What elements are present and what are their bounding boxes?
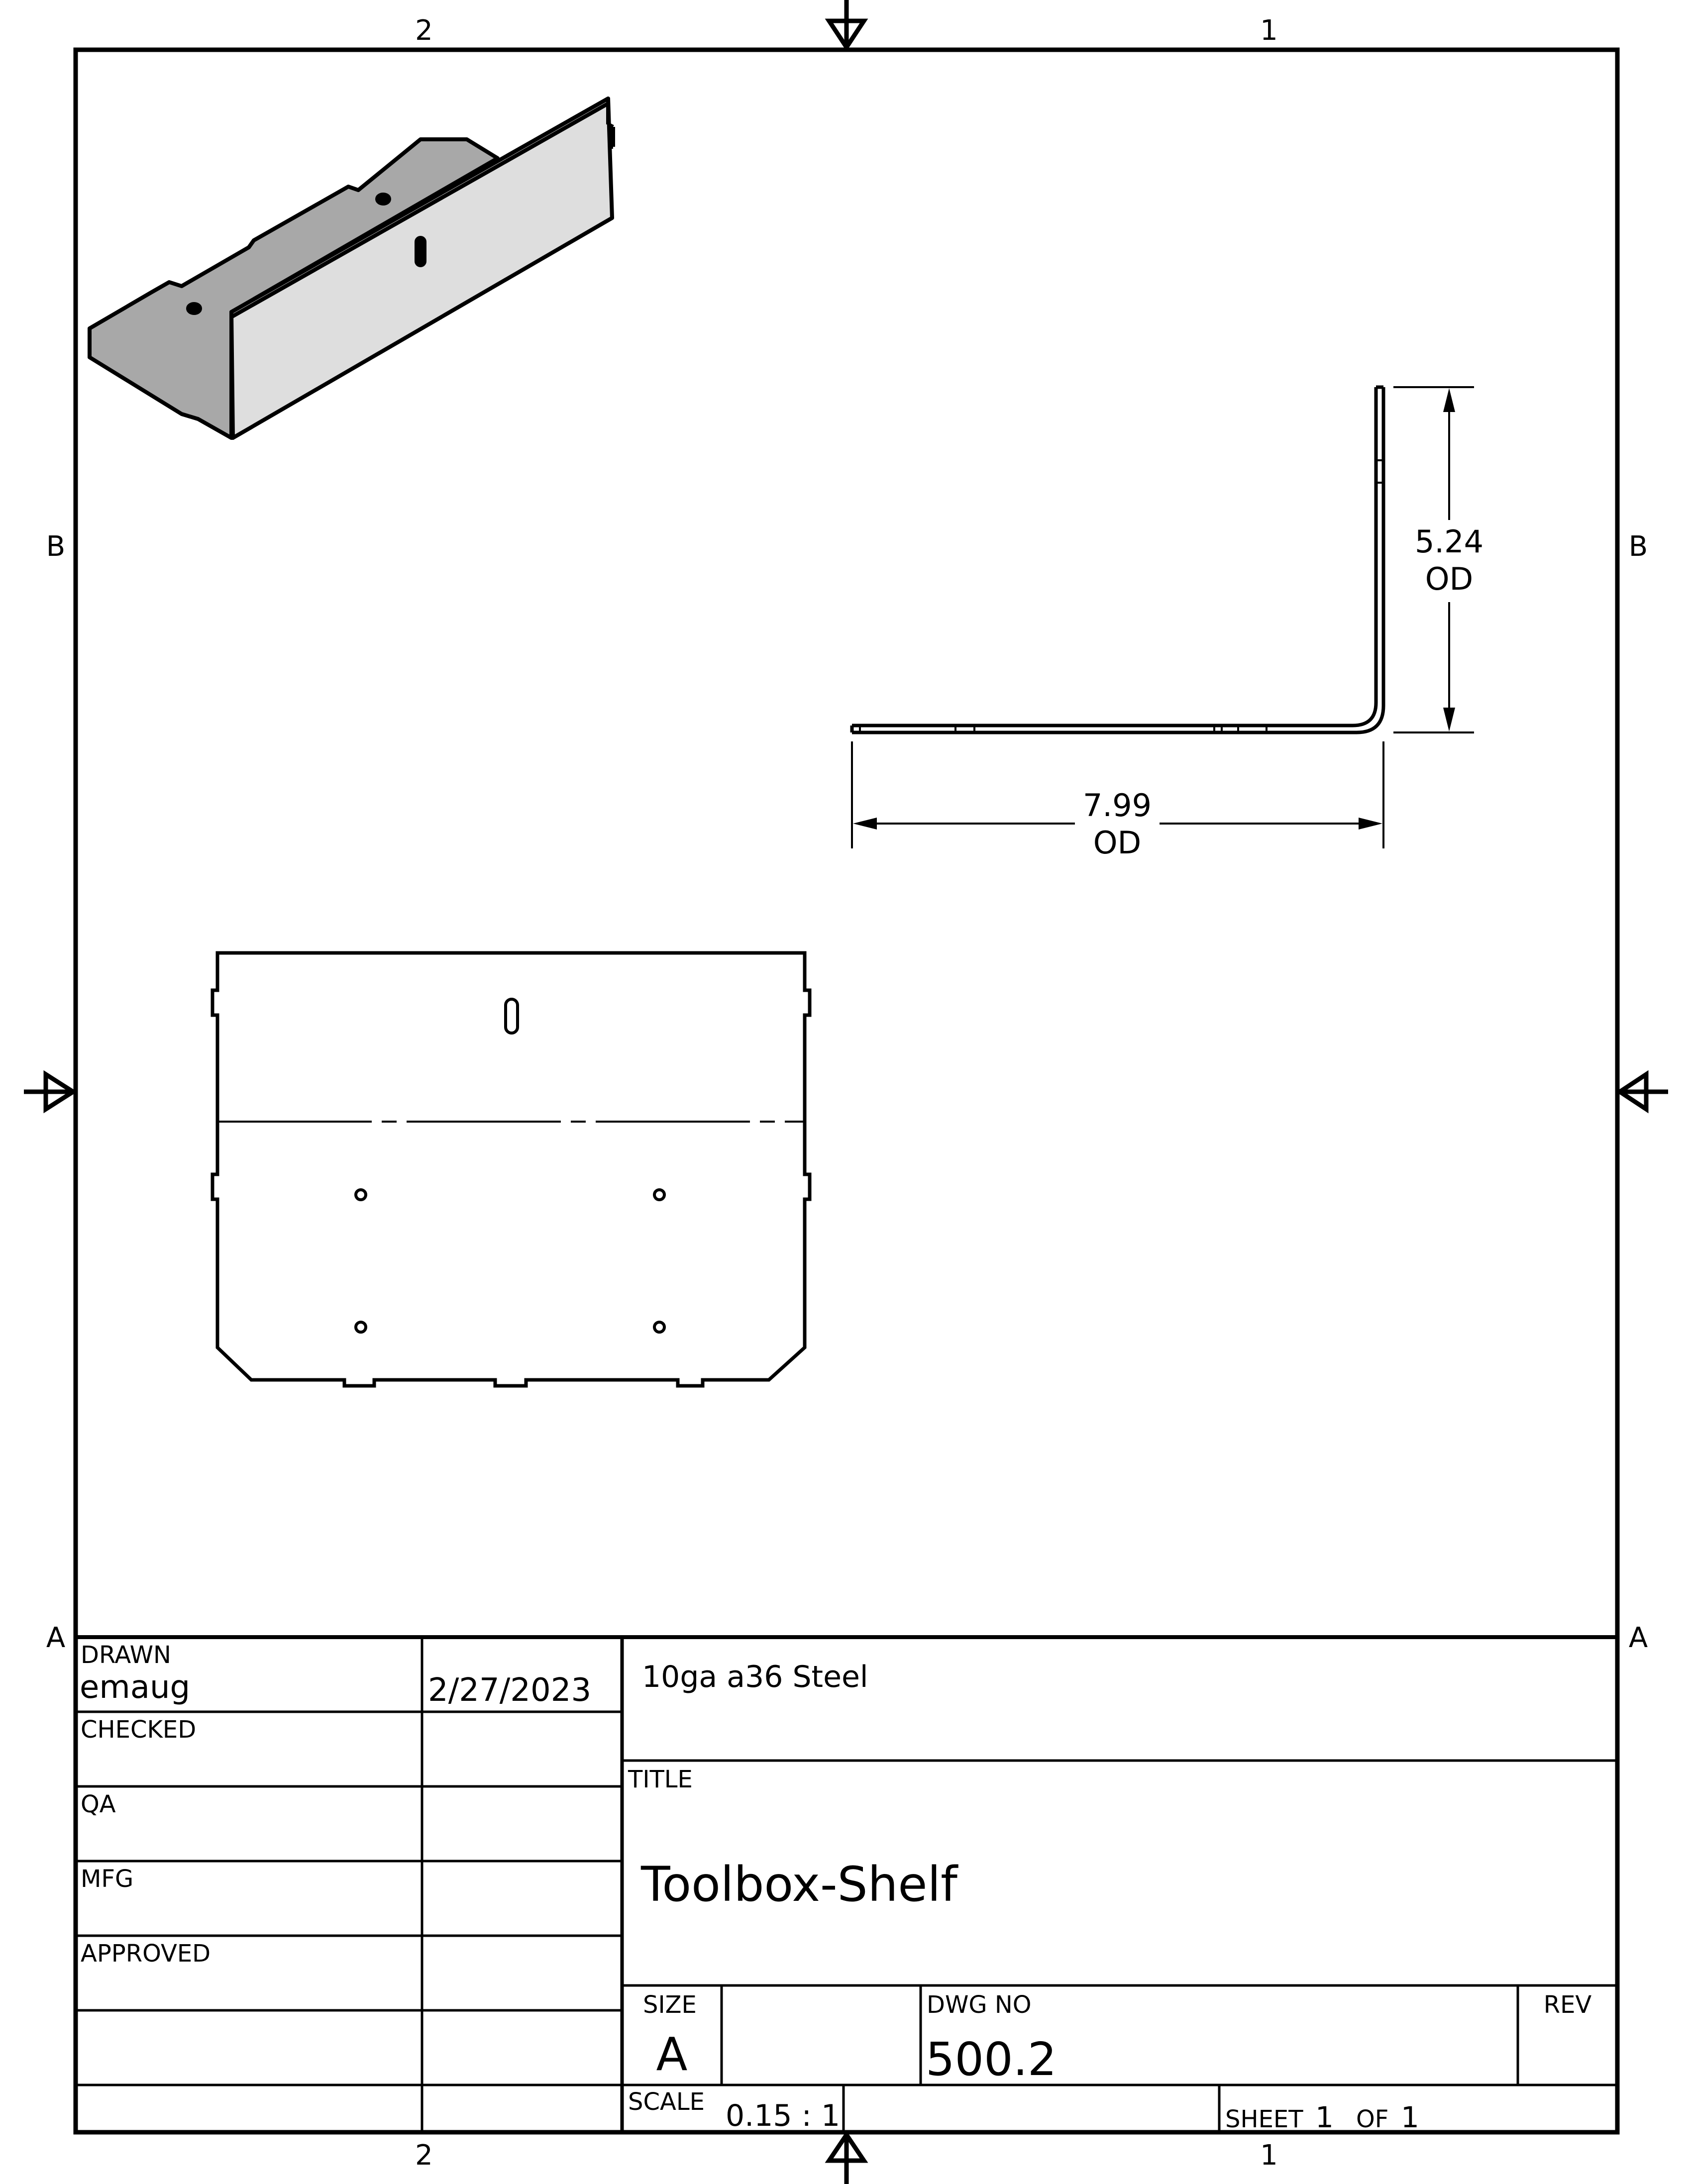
zone-bottom-2: 2: [415, 2139, 433, 2172]
zone-left-b: B: [46, 530, 65, 563]
zone-left-a: A: [46, 1622, 65, 1654]
dimension-width-qualifier: OD: [1093, 825, 1142, 861]
side-view: [850, 385, 1385, 734]
iso-slot: [415, 236, 426, 267]
iso-hole: [375, 193, 391, 206]
flat-pattern-outline: [211, 951, 812, 1388]
zone-top-1: 1: [1260, 14, 1278, 47]
isometric-view: [88, 97, 615, 440]
size-value: A: [656, 2028, 688, 2081]
dwg-no-value: 500.2: [926, 2033, 1057, 2086]
centering-arrow-bottom: [825, 2130, 868, 2184]
rev-label: REV: [1544, 1991, 1592, 2019]
scale-value: 0.15 : 1: [726, 2098, 840, 2133]
dimension-height-value: 5.24: [1415, 523, 1483, 560]
dimension-height-qualifier: OD: [1425, 561, 1474, 597]
zone-markers: 2 1 2 1 B A B A: [46, 14, 1648, 2172]
sheet-number: 1: [1315, 2100, 1334, 2134]
flat-hole: [354, 1188, 367, 1201]
flat-hole: [354, 1321, 367, 1334]
approved-label: APPROVED: [81, 1940, 211, 1968]
zone-right-a: A: [1629, 1622, 1648, 1654]
title-block: [76, 1635, 1617, 2132]
centering-marks: [24, 0, 1668, 2184]
side-profile-outer: [852, 387, 1385, 734]
size-label: SIZE: [643, 1991, 697, 2019]
drawn-date: 2/27/2023: [428, 1672, 591, 1709]
mfg-label: MFG: [81, 1865, 133, 1893]
drawn-label: DRAWN: [81, 1641, 171, 1669]
dimension-width-value: 7.99: [1083, 787, 1152, 824]
dimension-width: [851, 741, 1384, 848]
zone-right-b: B: [1629, 530, 1648, 563]
iso-top-face: [88, 137, 500, 440]
flat-slot: [504, 998, 519, 1035]
sheet-label: SHEET: [1225, 2105, 1303, 2133]
drawing-title: Toolbox-Shelf: [640, 1857, 958, 1912]
centering-arrow-top: [825, 0, 868, 52]
checked-label: CHECKED: [81, 1716, 196, 1744]
flat-pattern-view: [211, 951, 812, 1388]
drawn-by: emaug: [80, 1669, 190, 1706]
centering-arrow-right: [1615, 1070, 1668, 1114]
flat-hole: [653, 1188, 666, 1201]
title-label: TITLE: [628, 1766, 693, 1793]
qa-label: QA: [81, 1790, 116, 1818]
scale-label: SCALE: [628, 2088, 705, 2116]
centering-arrow-left: [24, 1070, 78, 1114]
of-label: OF: [1356, 2105, 1388, 2133]
iso-hole: [186, 302, 202, 315]
zone-top-2: 2: [415, 14, 433, 47]
zone-bottom-1: 1: [1260, 2139, 1278, 2172]
material: 10ga a36 Steel: [642, 1660, 868, 1694]
side-profile-inner: [852, 387, 1378, 728]
flat-hole: [653, 1321, 666, 1334]
dimension-height: [1393, 386, 1474, 733]
dwg-no-label: DWG NO: [927, 1991, 1032, 2019]
sheet-total: 1: [1401, 2100, 1419, 2134]
